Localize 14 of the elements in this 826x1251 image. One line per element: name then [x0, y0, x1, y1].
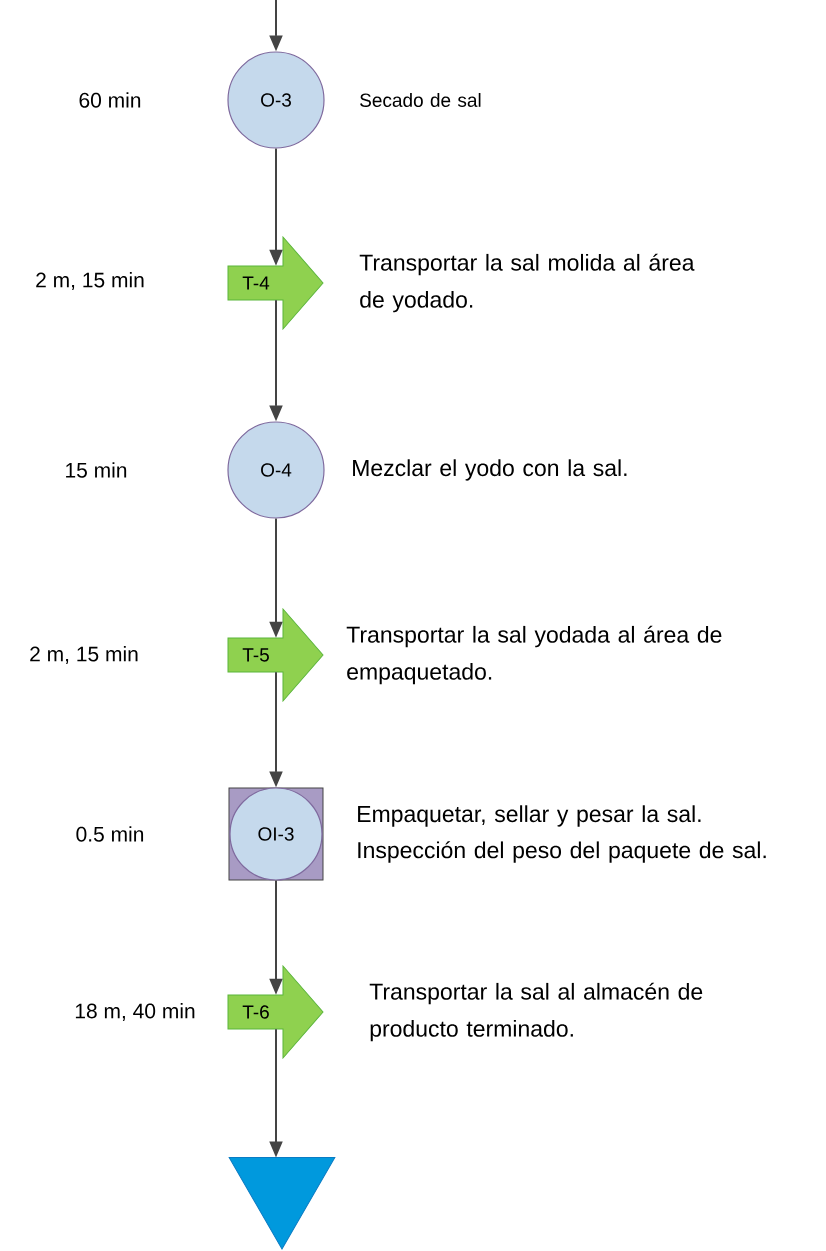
duration-label: 0.5 min — [76, 826, 144, 842]
step-description: Transportar la sal yodada al área de empaquetado. — [346, 625, 722, 685]
step-description: Secado de sal — [360, 93, 481, 107]
duration-label: 60 min — [79, 92, 141, 108]
step-description: Transportar la sal al almacén de producto terminado. — [369, 982, 703, 1042]
duration-label: 15 min — [66, 462, 127, 478]
step-description: Empaquetar, sellar y pesar la sal. — [358, 805, 701, 827]
step-description: Transportar la sal molida al área de yodado. — [359, 253, 695, 313]
duration-label: 2 m, 15 min — [30, 646, 138, 664]
step-description: Inspección del peso del paquete de sal. — [358, 841, 766, 863]
step-description: Mezclar el yodo con la sal. — [353, 459, 627, 481]
storage-triangle — [228, 1157, 336, 1250]
duration-label: 2 m, 15 min — [36, 272, 144, 290]
duration-label: 18 m, 40 min — [75, 1003, 195, 1021]
